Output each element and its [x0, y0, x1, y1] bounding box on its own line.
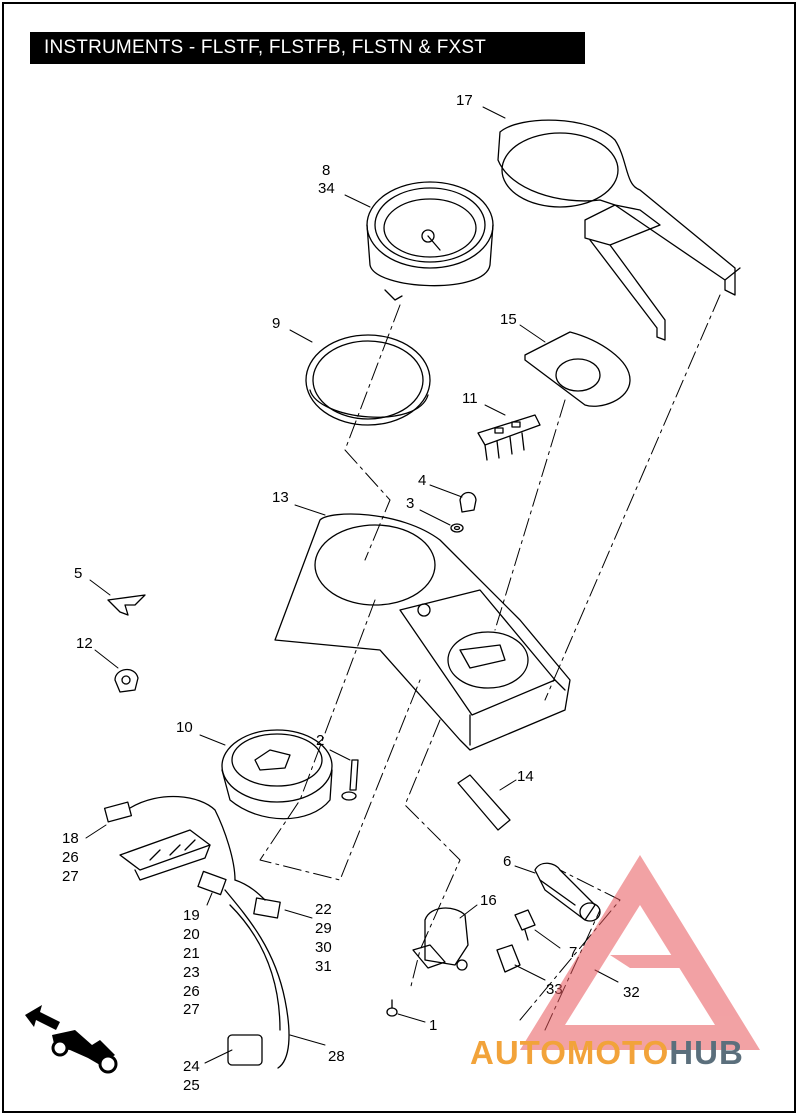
label-4: 4 — [418, 472, 426, 489]
leader-lines — [85, 106, 619, 1064]
label-34: 34 — [318, 180, 335, 197]
part-17-console-trim — [497, 119, 741, 341]
label-22: 22 — [315, 901, 332, 918]
label-6: 6 — [503, 853, 511, 870]
label-26-b: 26 — [183, 983, 200, 1000]
label-8: 8 — [322, 162, 330, 179]
label-12: 12 — [76, 635, 93, 652]
label-17: 17 — [456, 92, 473, 109]
label-21: 21 — [183, 945, 200, 962]
part-16-relay — [412, 907, 469, 971]
part-9-gasket — [305, 334, 431, 426]
label-27-b: 27 — [183, 1001, 200, 1018]
part-8-speedometer — [366, 181, 494, 301]
label-23: 23 — [183, 964, 200, 981]
part-4-knob — [459, 491, 477, 513]
brand-part-2: HUB — [669, 1034, 744, 1071]
part-13-console-housing — [274, 513, 571, 751]
watermark-logo-icon — [520, 855, 760, 1050]
label-25: 25 — [183, 1077, 200, 1094]
label-2: 2 — [316, 732, 324, 749]
label-24: 24 — [183, 1058, 200, 1075]
label-13: 13 — [272, 489, 289, 506]
label-18: 18 — [62, 830, 79, 847]
front-direction-icon — [25, 1005, 118, 1074]
part-14-insert — [457, 774, 511, 831]
label-9: 9 — [272, 315, 280, 332]
label-7: 7 — [569, 944, 577, 961]
part-5-clip — [107, 594, 146, 616]
label-27: 27 — [62, 868, 79, 885]
part-3-washer — [450, 523, 464, 533]
label-16: 16 — [480, 892, 497, 909]
label-19: 19 — [183, 907, 200, 924]
part-2-screw — [341, 759, 359, 801]
page-title: INSTRUMENTS - FLSTF, FLSTFB, FLSTN & FXS… — [30, 32, 585, 64]
part-12-cable-clip — [114, 668, 139, 693]
label-32: 32 — [623, 984, 640, 1001]
label-11: 11 — [462, 390, 478, 407]
watermark-brand: AUTOMOTOHUB — [470, 1034, 744, 1072]
label-28: 28 — [328, 1048, 345, 1065]
label-30: 30 — [315, 939, 332, 956]
label-3: 3 — [406, 495, 414, 512]
label-15: 15 — [500, 311, 517, 328]
part-15-indicator-bezel — [524, 331, 631, 407]
part-18-wiring-harness — [103, 795, 290, 1069]
label-1: 1 — [429, 1017, 437, 1034]
part-33-key — [496, 944, 521, 973]
brand-part-1: AUTOMOTO — [470, 1034, 670, 1071]
label-5: 5 — [74, 565, 82, 582]
part-7-key — [514, 909, 536, 941]
part-6-ignition-switch — [534, 862, 601, 922]
part-1-screw — [386, 999, 398, 1017]
label-10: 10 — [176, 719, 193, 736]
label-31: 31 — [315, 958, 332, 975]
label-20: 20 — [183, 926, 200, 943]
label-26: 26 — [62, 849, 79, 866]
label-14: 14 — [517, 768, 534, 785]
part-10-mounting-bracket — [221, 729, 333, 820]
part-11-indicator-lamp-bar — [477, 414, 541, 461]
label-29: 29 — [315, 920, 332, 937]
